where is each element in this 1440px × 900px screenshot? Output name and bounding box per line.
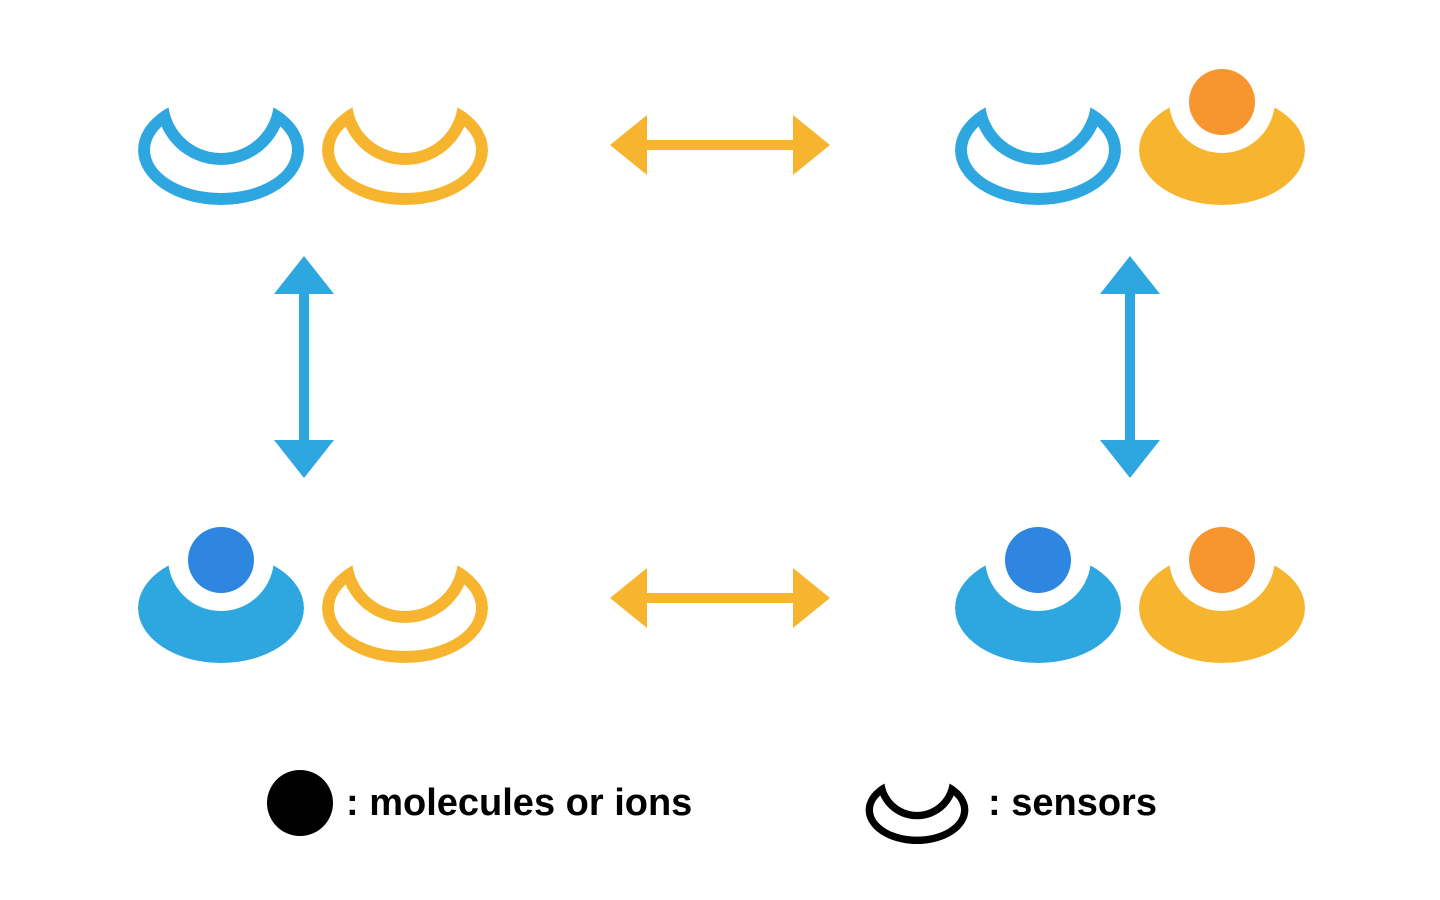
blue-sensor-empty [955, 95, 1121, 205]
legend-sensor-label: : sensors [988, 782, 1157, 824]
orange-sensor-empty [322, 95, 488, 205]
double-arrow-horizontal-bottom [610, 568, 830, 628]
orange-sensor-empty [322, 553, 488, 663]
state-bottom-right [955, 527, 1305, 663]
state-top-right [955, 69, 1305, 205]
double-arrow-vertical-left [274, 256, 334, 478]
orange-molecule [1189, 69, 1255, 135]
double-arrow-horizontal-top [610, 115, 830, 175]
legend-molecule-icon [267, 770, 333, 836]
orange-molecule [1189, 527, 1255, 593]
legend-sensor-icon [866, 776, 969, 844]
state-top-left [138, 95, 488, 205]
blue-sensor-empty [138, 95, 304, 205]
blue-molecule [188, 527, 254, 593]
legend-molecule-label: : molecules or ions [346, 782, 693, 824]
double-arrow-vertical-right [1100, 256, 1160, 478]
state-bottom-left [138, 527, 488, 663]
blue-molecule [1005, 527, 1071, 593]
